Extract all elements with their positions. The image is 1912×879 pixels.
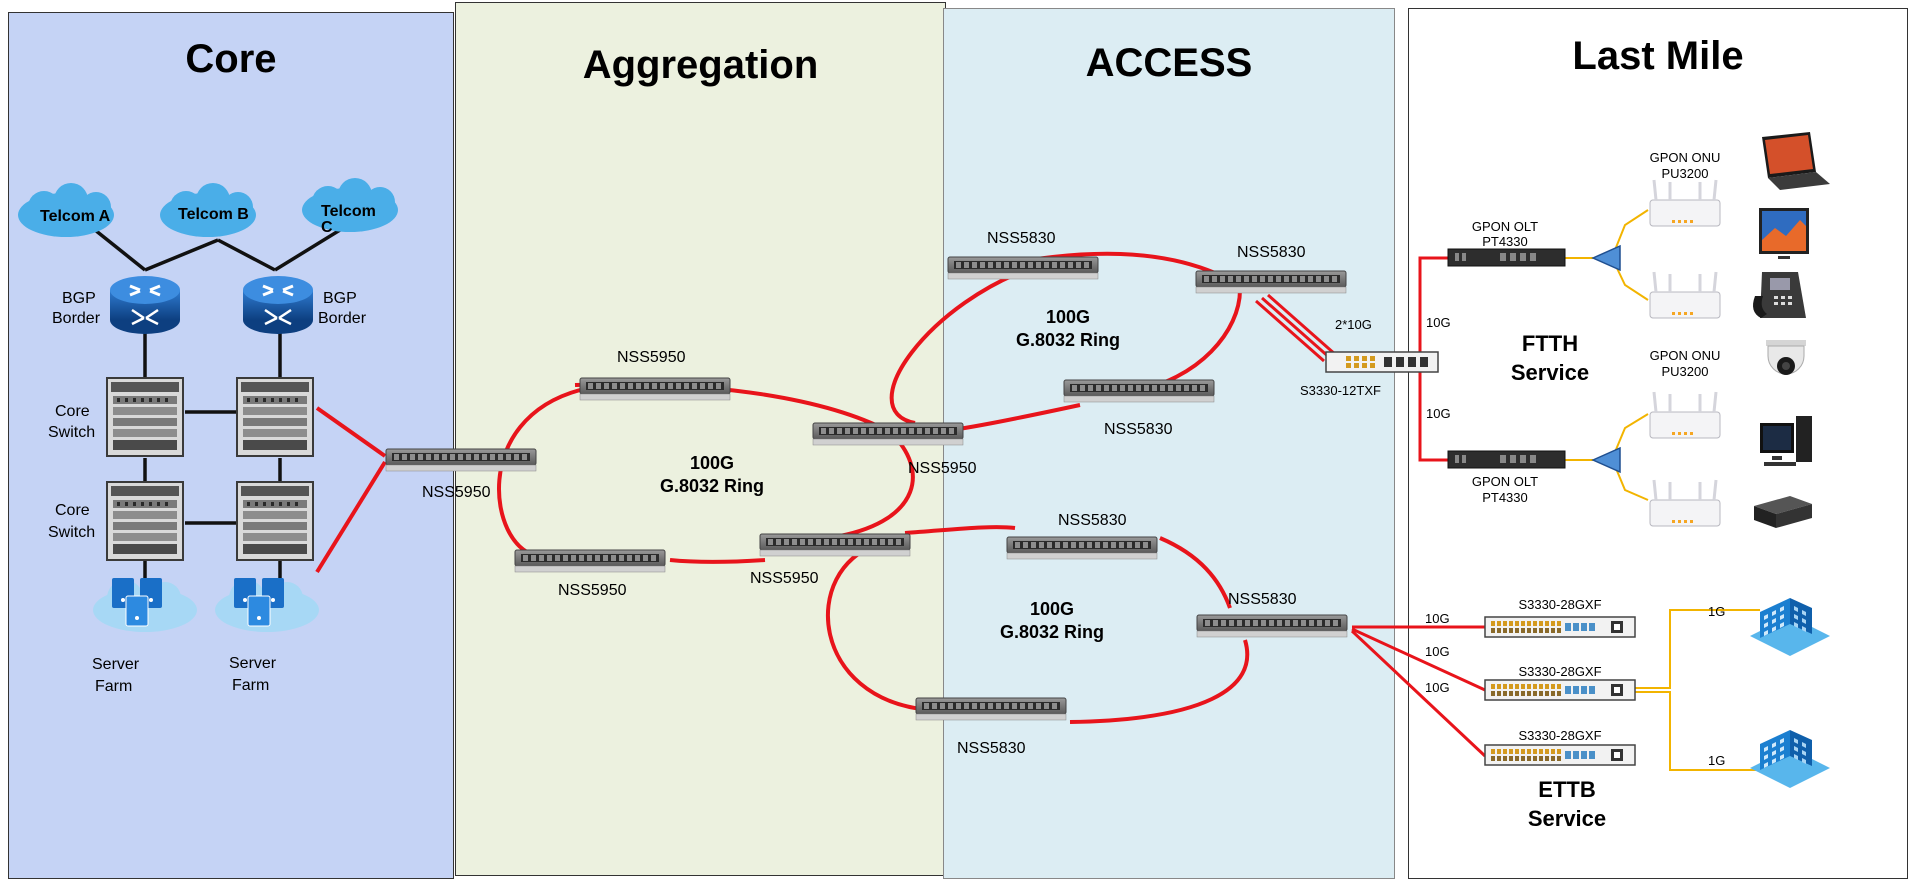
onu-label-2b: PU3200 (1662, 364, 1709, 379)
bgp-label-1: BGP (62, 290, 96, 307)
ettb-label: ETTB (1538, 777, 1595, 802)
switch-icon (915, 256, 1348, 721)
zone-title-core: Core (185, 37, 277, 81)
olt-label-1: GPON OLT (1472, 219, 1538, 234)
ring-label-agg-2: G.8032 Ring (660, 476, 764, 496)
ring-label-acc1: 100G (1046, 307, 1090, 327)
ettb-switch-label-2: S3330-28GXF (1518, 664, 1601, 679)
olt-label-2: GPON OLT (1472, 474, 1538, 489)
bgp-label-1b: Border (52, 310, 101, 327)
ftth-label: FTTH (1522, 331, 1578, 356)
olt-label-2b: PT4330 (1482, 490, 1528, 505)
switch-label-agg-4: NSS5950 (750, 570, 819, 587)
small-switch-icon (1325, 351, 1439, 373)
switch-label-agg-3: NSS5950 (558, 582, 627, 599)
ettb-speed-1: 10G (1425, 611, 1450, 626)
onu-label-1: GPON ONU (1650, 150, 1721, 165)
building-speed-1: 1G (1708, 604, 1725, 619)
olt-label-1b: PT4330 (1482, 234, 1528, 249)
zone-title-aggregation: Aggregation (582, 43, 819, 87)
switch-label-edge: NSS5950 (422, 484, 491, 501)
phone-icon (1753, 272, 1806, 318)
switch-label-acc1-1: NSS5830 (987, 230, 1056, 247)
server-farm-label-1b: Farm (95, 678, 132, 695)
ettb-switch-label-3: S3330-28GXF (1518, 728, 1601, 743)
server-farm-label-2: Server (229, 655, 277, 672)
bgp-label-2: BGP (323, 290, 357, 307)
ring-label-agg: 100G (690, 453, 734, 473)
switch-label-acc2-1: NSS5830 (1058, 512, 1127, 529)
core-switch-label-1: Core (55, 403, 90, 420)
switch-label-acc1-2: NSS5830 (1237, 244, 1306, 261)
ring-label-acc2-2: G.8032 Ring (1000, 622, 1104, 642)
ettb-speed-3: 10G (1425, 680, 1450, 695)
ettb-speed-2: 10G (1425, 644, 1450, 659)
onu-label-1b: PU3200 (1662, 166, 1709, 181)
cloud-label-telcom-c-2: C (321, 219, 333, 236)
switch-label-acc1-3: NSS5830 (1104, 421, 1173, 438)
switch-label-acc2-3: NSS5830 (957, 740, 1026, 757)
ring-label-acc1-2: G.8032 Ring (1016, 330, 1120, 350)
ftth-speed-2: 10G (1426, 406, 1451, 421)
core-switch-label-1b: Switch (48, 424, 95, 441)
zone-title-access: ACCESS (1085, 41, 1253, 85)
server-farm-label-1: Server (92, 656, 140, 673)
pc-icon (1760, 416, 1812, 466)
onu-label-2: GPON ONU (1650, 348, 1721, 363)
server-farm-label-2b: Farm (232, 677, 269, 694)
core-switch-label-2: Core (55, 502, 90, 519)
zone-access: ACCESS (943, 8, 1395, 879)
cloud-label-telcom-b: Telcom B (178, 206, 249, 223)
server-farm-icon (92, 577, 320, 633)
router-icon (108, 274, 315, 336)
small-switch-label: S3330-12TXF (1300, 383, 1381, 398)
settop-box-icon (1754, 496, 1812, 528)
yellow-links (1565, 209, 1760, 771)
laptop-icon (1762, 132, 1830, 190)
cloud-label-telcom-a: Telcom A (40, 208, 111, 225)
ettb-label-2: Service (1528, 806, 1606, 831)
switch-icon (385, 377, 964, 573)
cloud-label-telcom-c: Telcom (321, 203, 376, 220)
ring-label-acc2: 100G (1030, 599, 1074, 619)
bgp-label-2b: Border (318, 310, 367, 327)
zone-last-mile: Last Mile (1408, 8, 1908, 879)
ftth-speed-1: 10G (1426, 315, 1451, 330)
switch-label-agg-1: NSS5950 (617, 349, 686, 366)
tv-icon (1759, 208, 1809, 259)
core-switch-label-2b: Switch (48, 524, 95, 541)
zone-core: Core (8, 12, 454, 879)
olt-icon (1447, 248, 1566, 469)
uplink-speed-label: 2*10G (1335, 317, 1372, 332)
splitter-icon (1591, 244, 1621, 474)
ring-links (315, 251, 1487, 758)
building-speed-2: 1G (1708, 753, 1725, 768)
switch-label-acc2-2: NSS5830 (1228, 591, 1297, 608)
building-icon (1750, 598, 1830, 788)
ftth-label-2: Service (1511, 360, 1589, 385)
ettb-switch-label-1: S3330-28GXF (1518, 597, 1601, 612)
zone-title-last-mile: Last Mile (1572, 34, 1744, 78)
switch-label-agg-2: NSS5950 (908, 460, 977, 477)
camera-icon (1766, 340, 1806, 375)
core-switch-icon (106, 377, 314, 561)
